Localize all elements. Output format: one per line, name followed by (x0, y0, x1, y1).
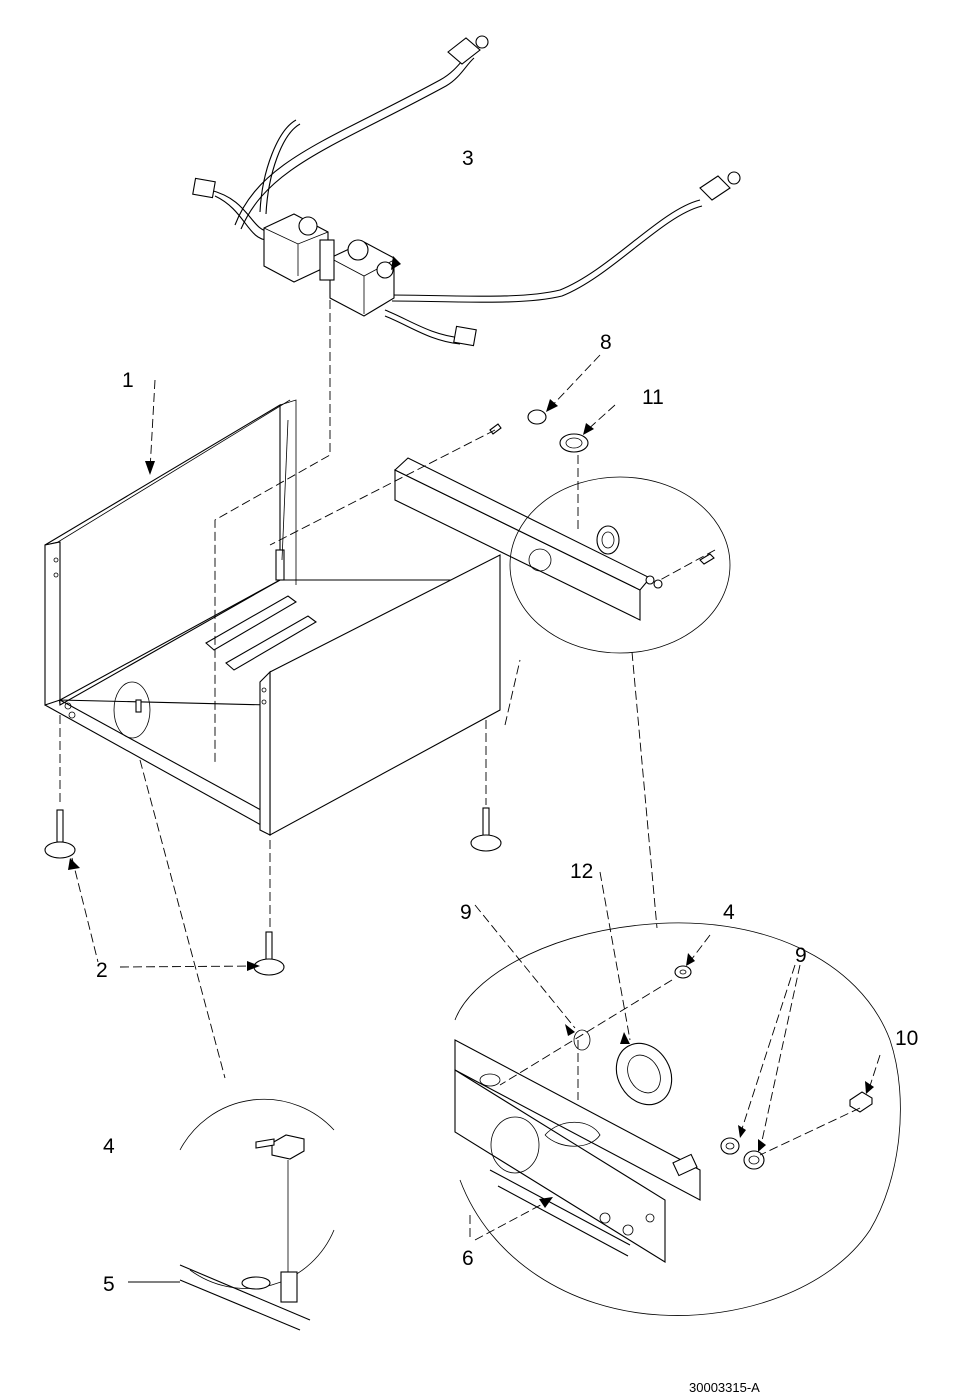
detail-view-foot-mount (179, 1098, 335, 1331)
assembly-leader-lines (59, 300, 881, 1283)
cabinet-base-assembly (44, 399, 501, 836)
callout-3: 3 (462, 147, 474, 170)
callout-4-detail: 4 (103, 1135, 115, 1158)
callout-10: 10 (895, 1027, 918, 1050)
callout-8: 8 (600, 331, 612, 354)
callout-11: 11 (642, 386, 664, 409)
callout-6: 6 (462, 1247, 474, 1270)
callout-2: 2 (96, 959, 108, 982)
callout-labels: 1 2 3 8 11 12 9 4 9 10 4 5 6 30003315-A (96, 147, 918, 1395)
callout-12: 12 (570, 860, 593, 883)
wire-harness-assembly (192, 35, 741, 347)
callout-5: 5 (103, 1273, 115, 1296)
control-bracket-upper (394, 457, 731, 654)
callout-4-top: 4 (723, 901, 735, 924)
leveling-feet (44, 807, 502, 976)
document-number: 30003315-A (689, 1380, 760, 1395)
loose-hardware (489, 409, 589, 453)
arrowheads (68, 256, 874, 1208)
callout-9-right: 9 (795, 944, 807, 967)
callout-9-left: 9 (460, 901, 472, 924)
detail-view-control-bracket (454, 922, 901, 1316)
callout-1: 1 (122, 369, 134, 392)
